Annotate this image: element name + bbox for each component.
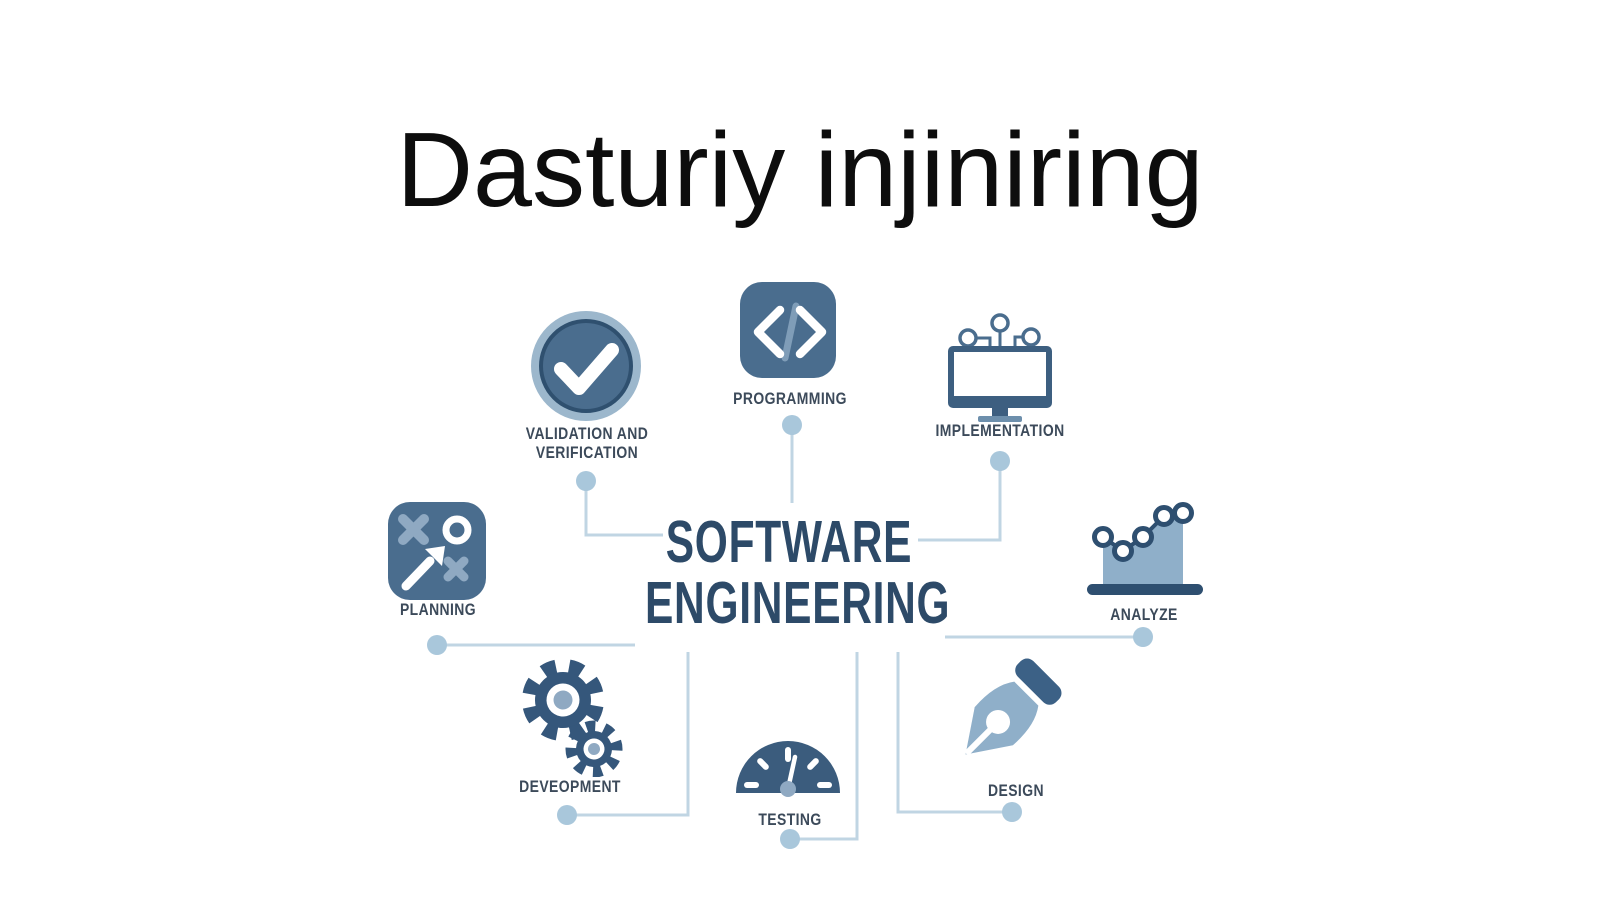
check-circle-icon	[531, 311, 641, 421]
development-label: DEVEOPMENT	[519, 777, 621, 796]
check-glyph	[554, 343, 619, 395]
gauge-icon	[736, 741, 840, 797]
area-chart-icon	[1087, 502, 1203, 595]
analyze-label: ANALYZE	[1110, 605, 1178, 624]
connector-dot-development	[557, 805, 577, 825]
connector-dot-planning	[427, 635, 447, 655]
connector-dot-design	[1002, 802, 1022, 822]
center-heading: SOFTWARE ENGINEERING	[589, 512, 989, 634]
connector-validation	[584, 481, 663, 537]
connector-implementation	[918, 461, 1002, 542]
strategy-board-icon	[388, 502, 486, 600]
connector-dot-programming	[782, 415, 802, 435]
gears-icon	[522, 659, 623, 777]
connector-dot-implementation	[990, 451, 1010, 471]
monitor-nodes-icon	[948, 313, 1052, 422]
planning-label: PLANNING	[399, 600, 477, 619]
validation-label: VALIDATION AND VERIFICATION	[525, 424, 649, 462]
connector-testing	[790, 652, 859, 841]
connector-development	[567, 652, 690, 817]
implementation-label: IMPLEMENTATION	[935, 421, 1065, 440]
page-title: Dasturiy injiniring	[396, 111, 1204, 229]
center-heading-line2: ENGINEERING	[645, 570, 951, 636]
connector-dot-validation	[576, 471, 596, 491]
connector-dot-testing	[780, 829, 800, 849]
center-heading-line1: SOFTWARE	[665, 509, 913, 575]
connector-design	[896, 652, 1012, 814]
testing-label: TESTING	[758, 810, 822, 829]
programming-label: PROGRAMMING	[733, 389, 847, 408]
design-label: DESIGN	[988, 781, 1044, 800]
connector-dot-analyze	[1133, 627, 1153, 647]
pen-nib-icon	[965, 658, 1062, 755]
code-brackets-icon	[740, 282, 836, 378]
